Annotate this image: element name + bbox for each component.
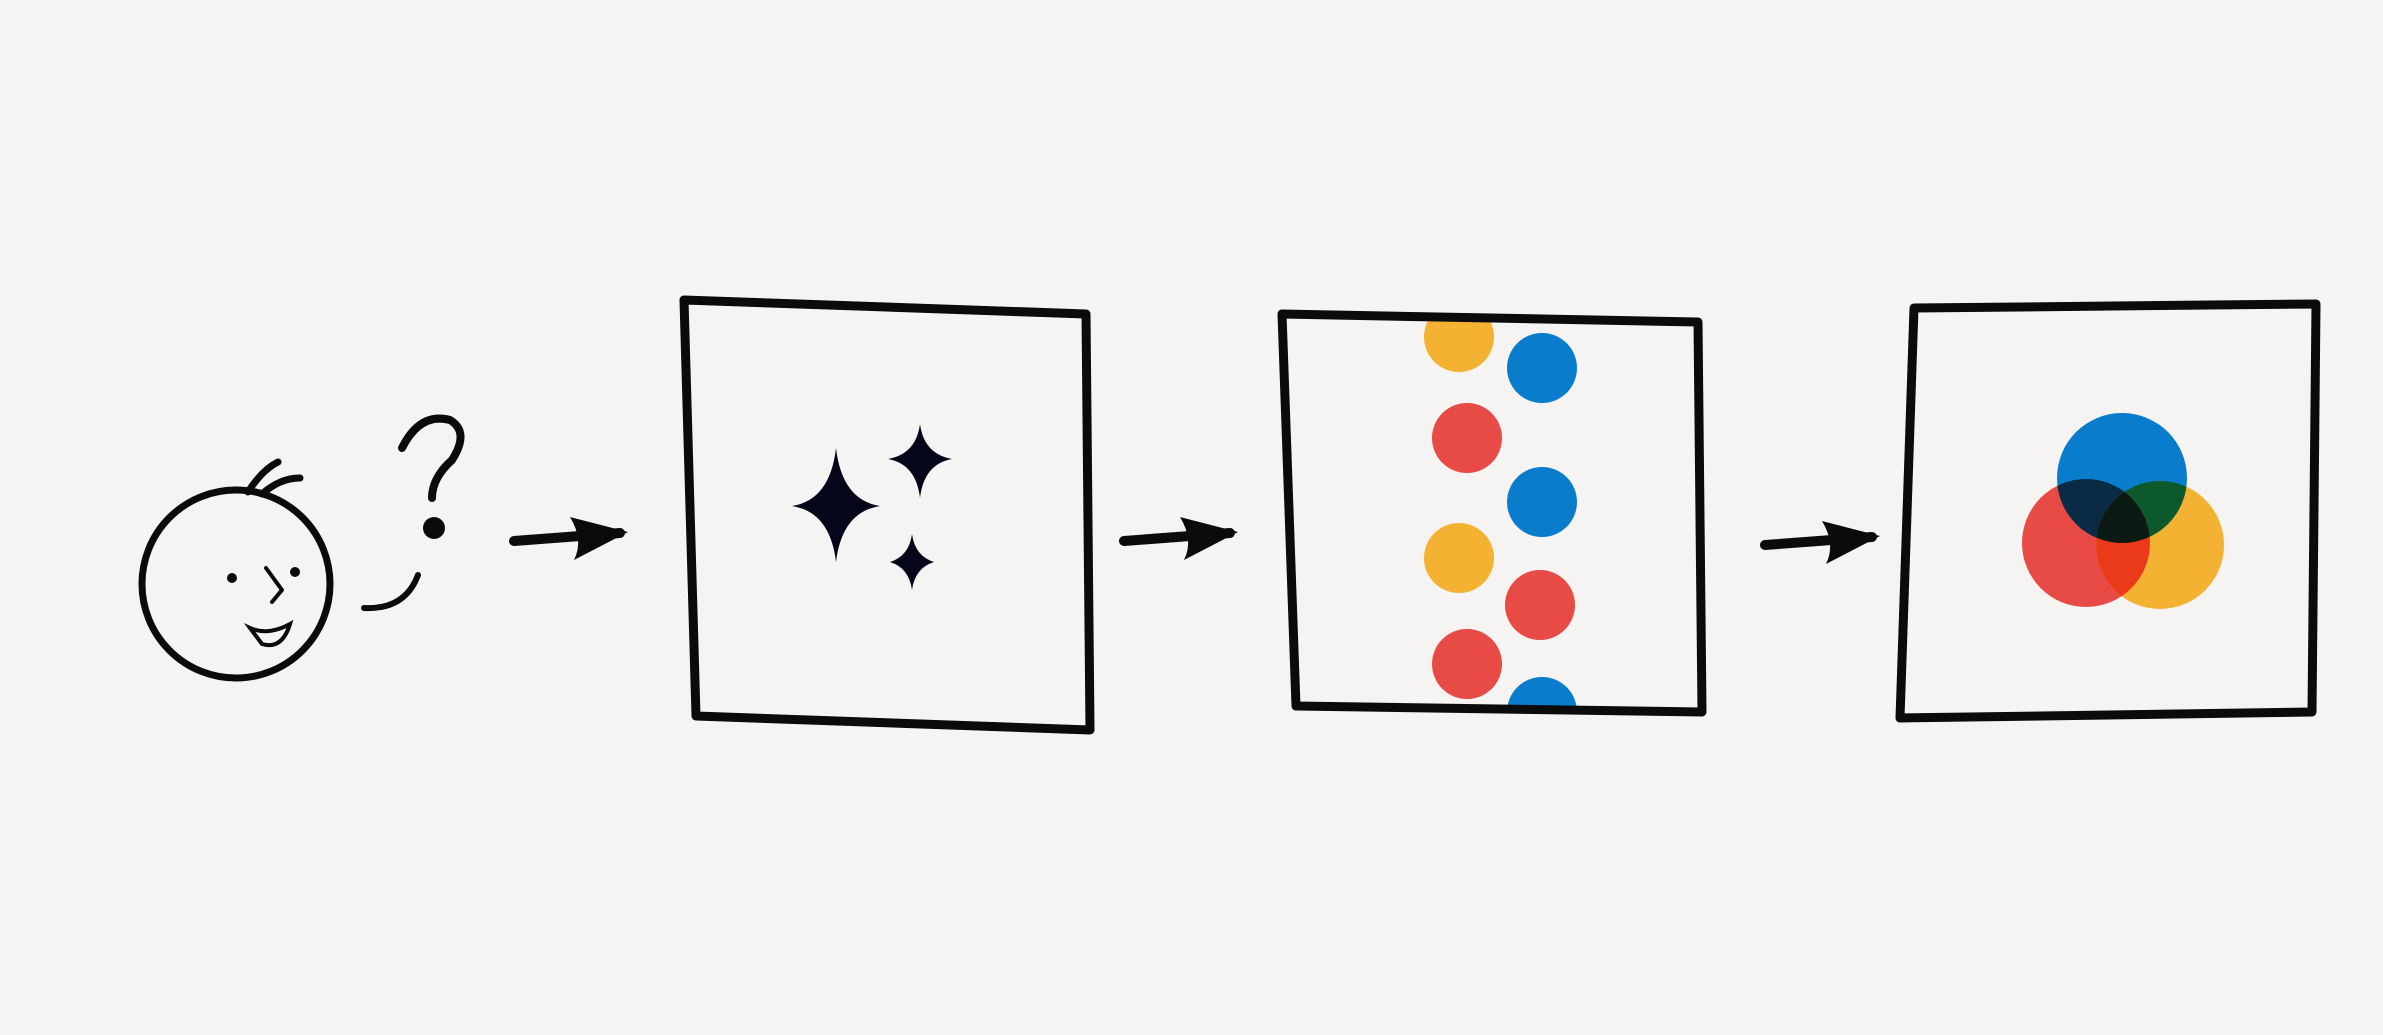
- panel-scattered-dots: [1277, 309, 1707, 717]
- venn-overlap-icon: [2022, 413, 2224, 609]
- arrow-right-icon: [1760, 521, 1880, 564]
- arrow-right-icon: [1119, 517, 1238, 560]
- question-mark-icon: [398, 414, 465, 539]
- panel-combined: [1895, 299, 2321, 723]
- arrow-right-icon: [509, 517, 628, 560]
- sparkles-icon: [792, 424, 952, 590]
- scattered-dots-icon: [1424, 314, 1577, 712]
- confused-face-icon: [138, 458, 421, 682]
- panel-idea: [679, 295, 1095, 735]
